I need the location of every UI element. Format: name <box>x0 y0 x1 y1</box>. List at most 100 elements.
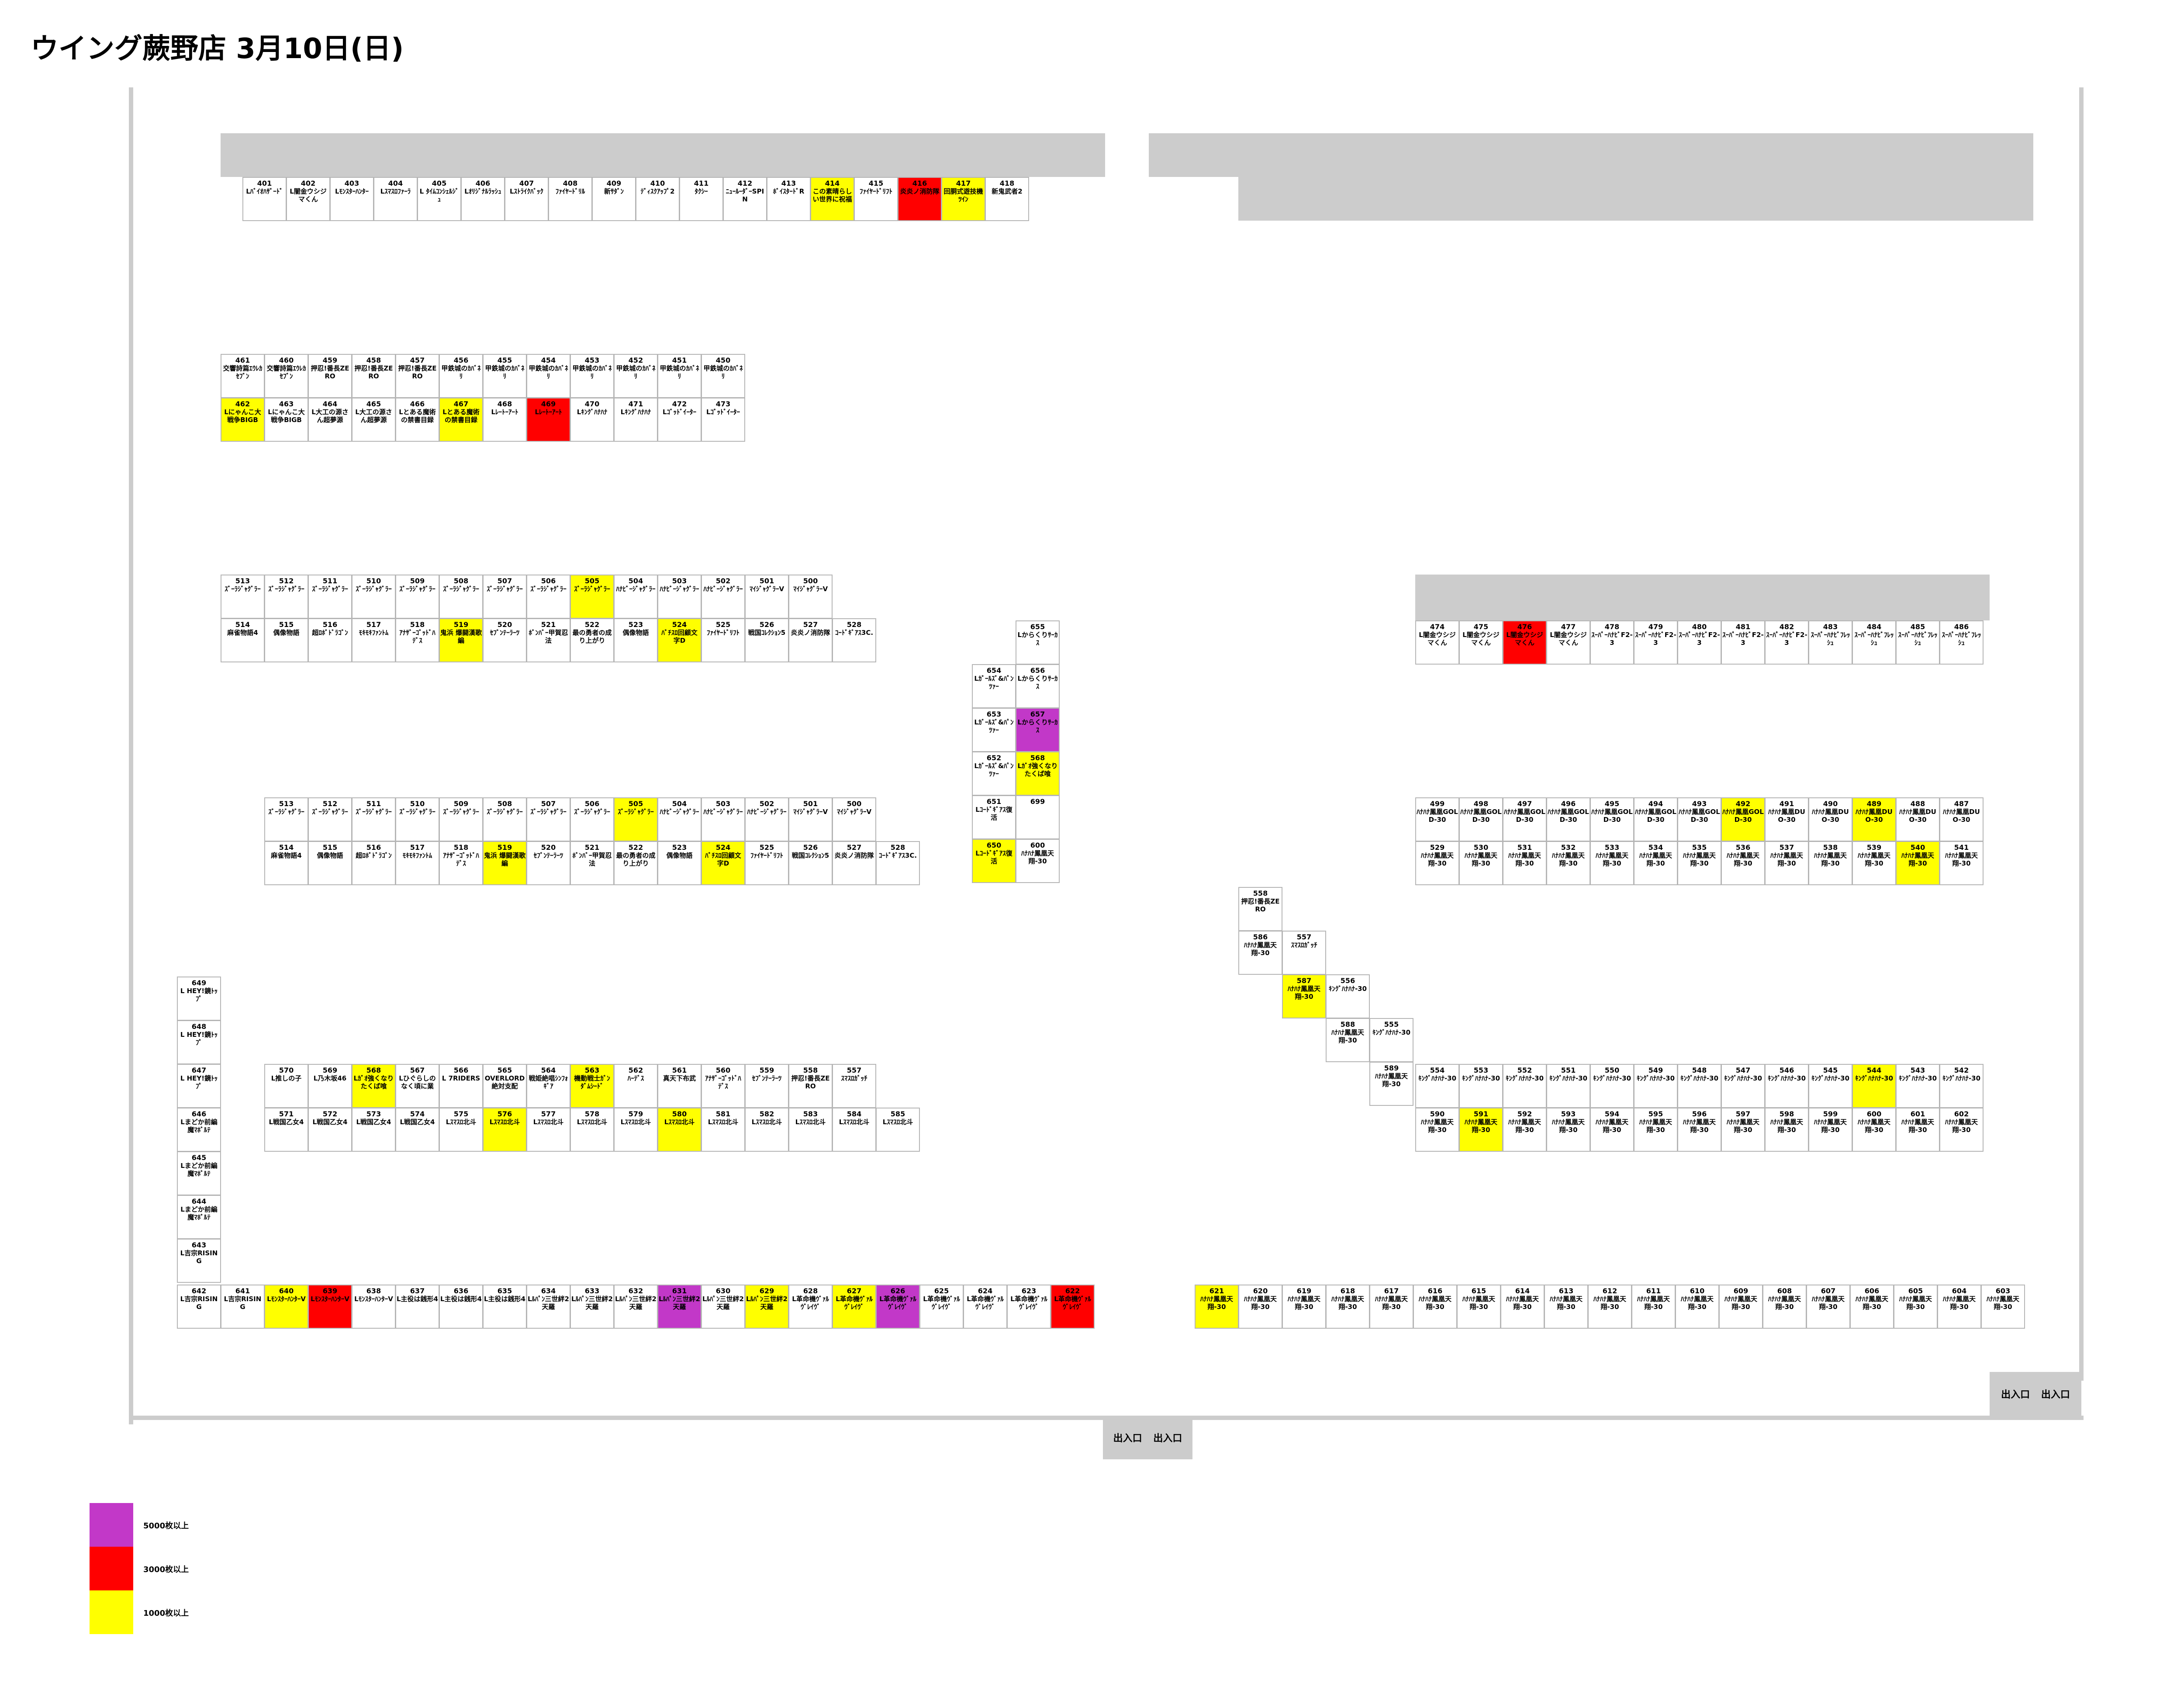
machine-cell[interactable]: 699 <box>1016 795 1060 839</box>
